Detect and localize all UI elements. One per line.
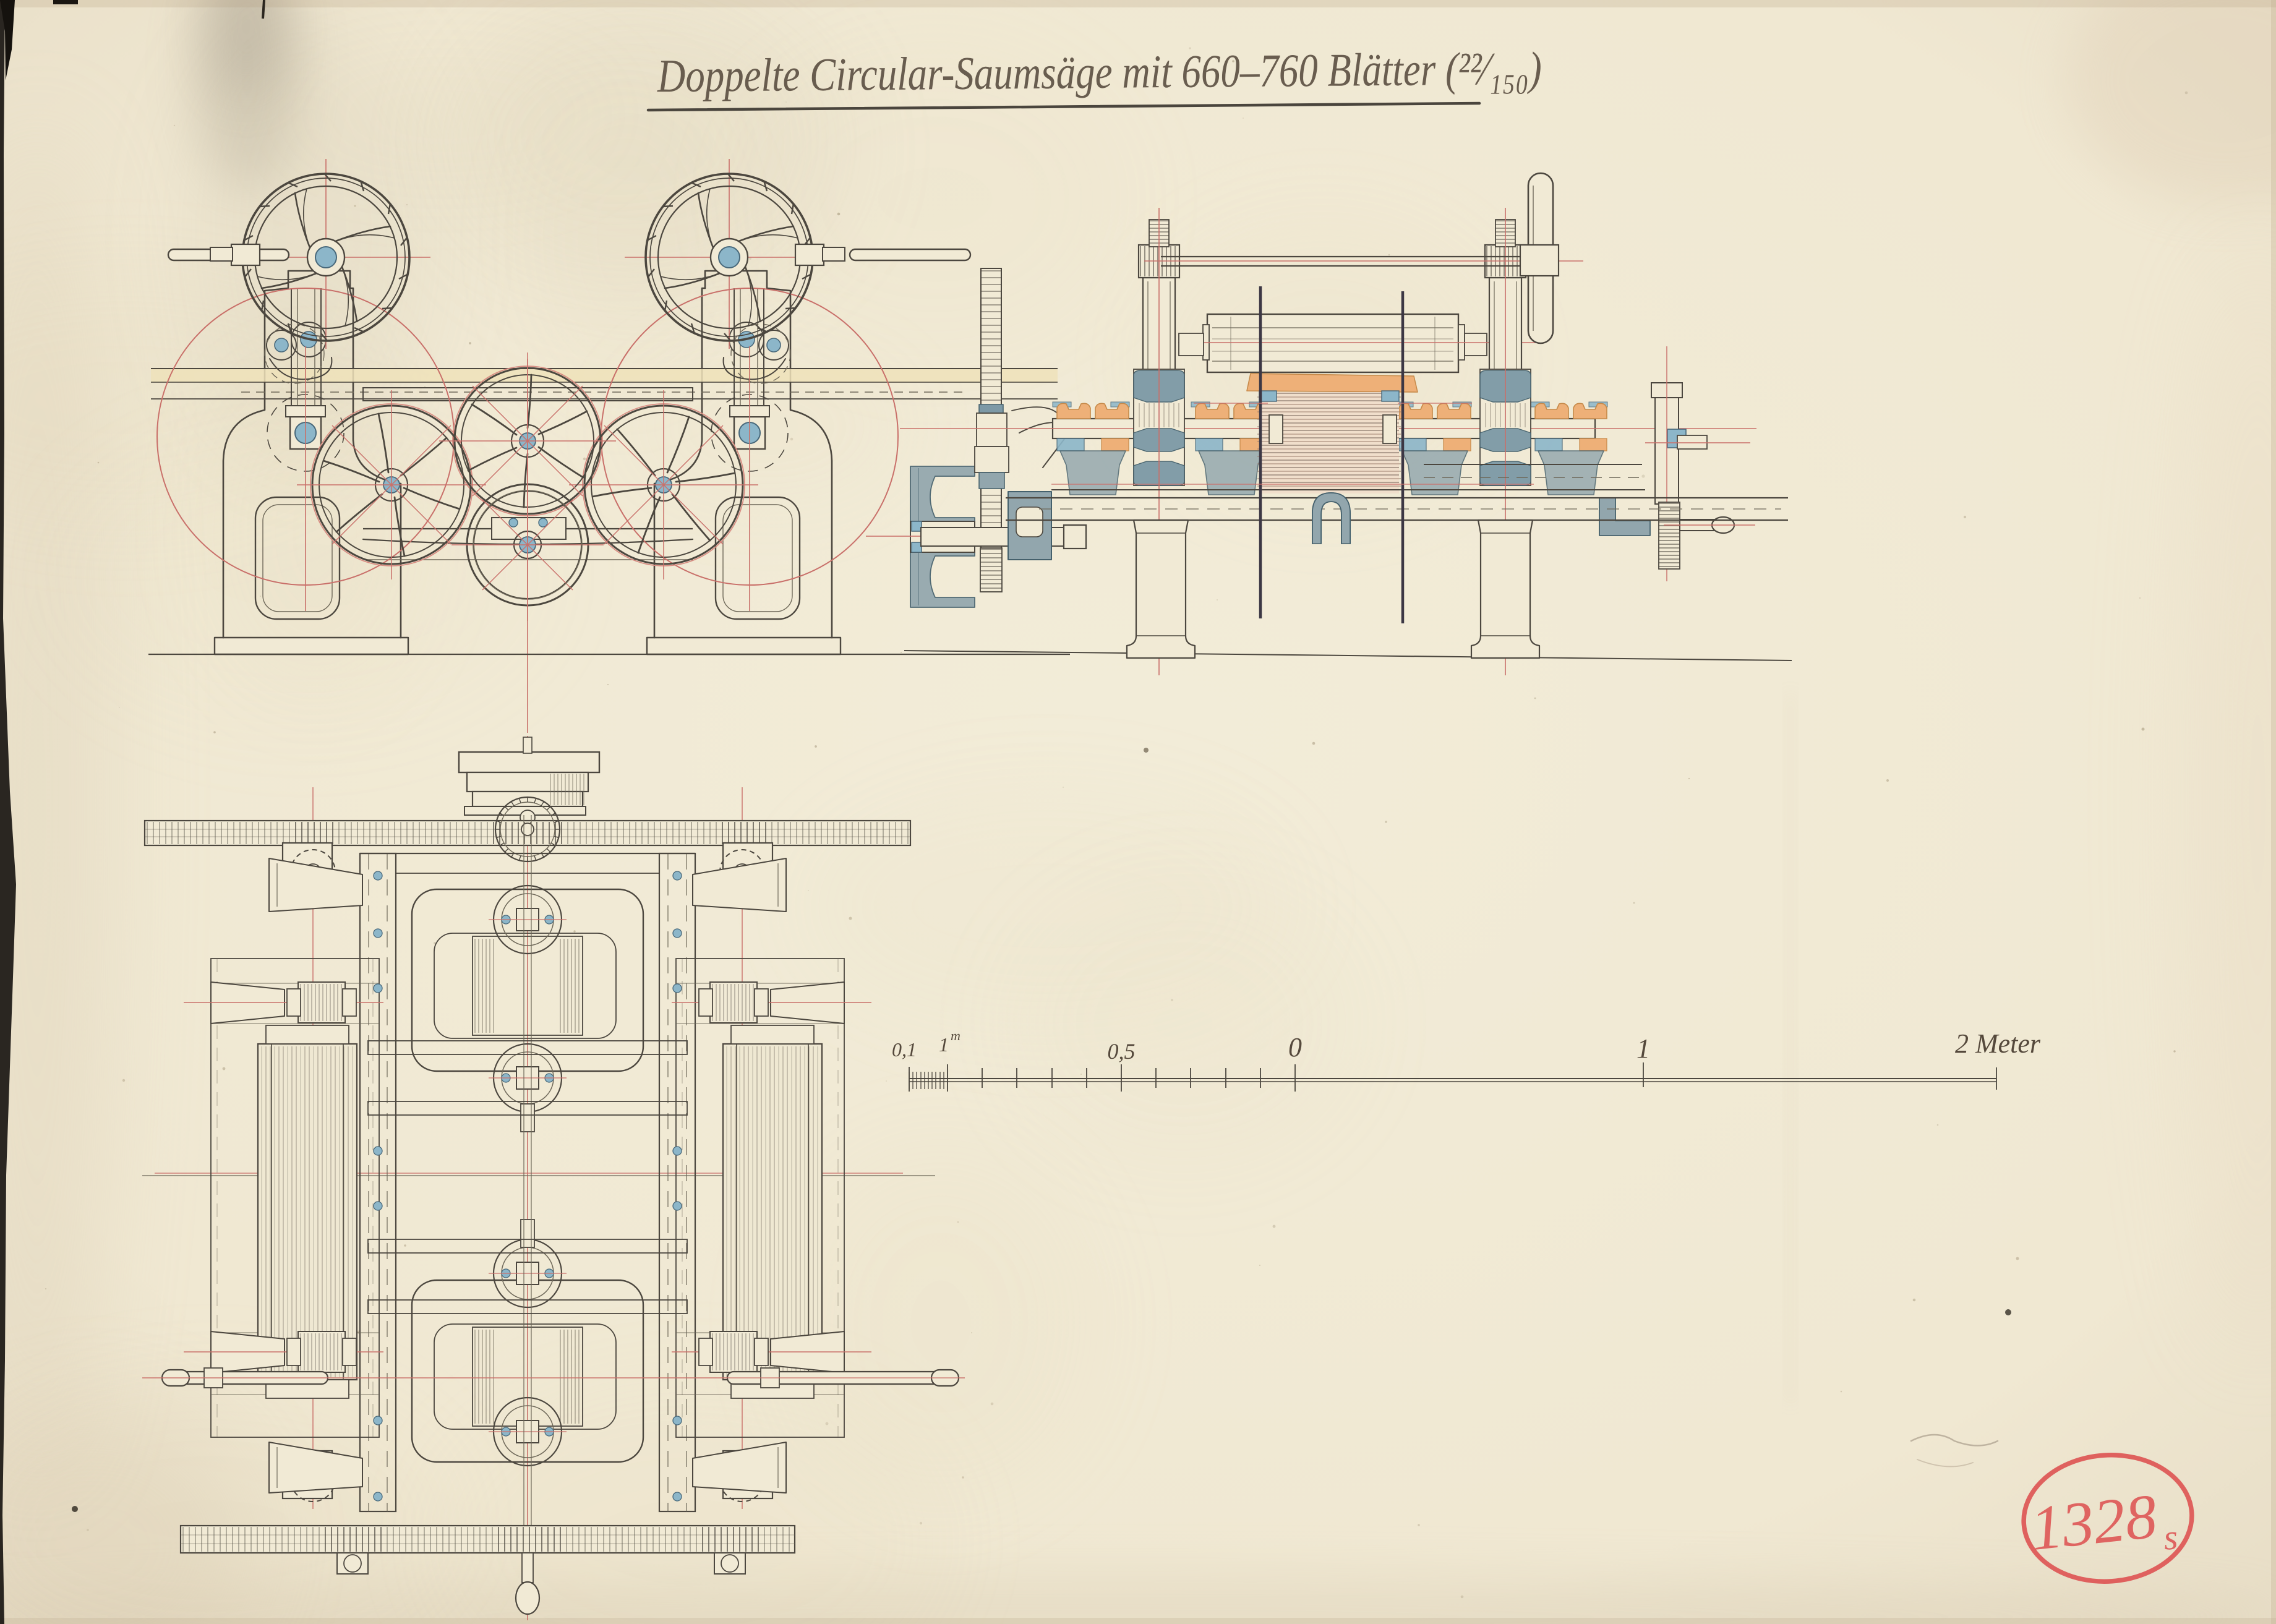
svg-text:0: 0: [1288, 1032, 1302, 1062]
svg-text:0,1: 0,1: [892, 1038, 917, 1061]
svg-text:Doppelte Circular-Saumsäge mit: Doppelte Circular-Saumsäge mit 660–760 B…: [657, 43, 1542, 102]
svg-text:m: m: [951, 1028, 960, 1043]
svg-text:2 Meter: 2 Meter: [1955, 1028, 2041, 1059]
svg-text:s: s: [2162, 1516, 2179, 1557]
svg-text:1328: 1328: [2027, 1481, 2160, 1564]
svg-text:1: 1: [939, 1033, 949, 1056]
svg-text:1: 1: [1636, 1033, 1650, 1064]
svg-text:0,5: 0,5: [1108, 1039, 1136, 1064]
